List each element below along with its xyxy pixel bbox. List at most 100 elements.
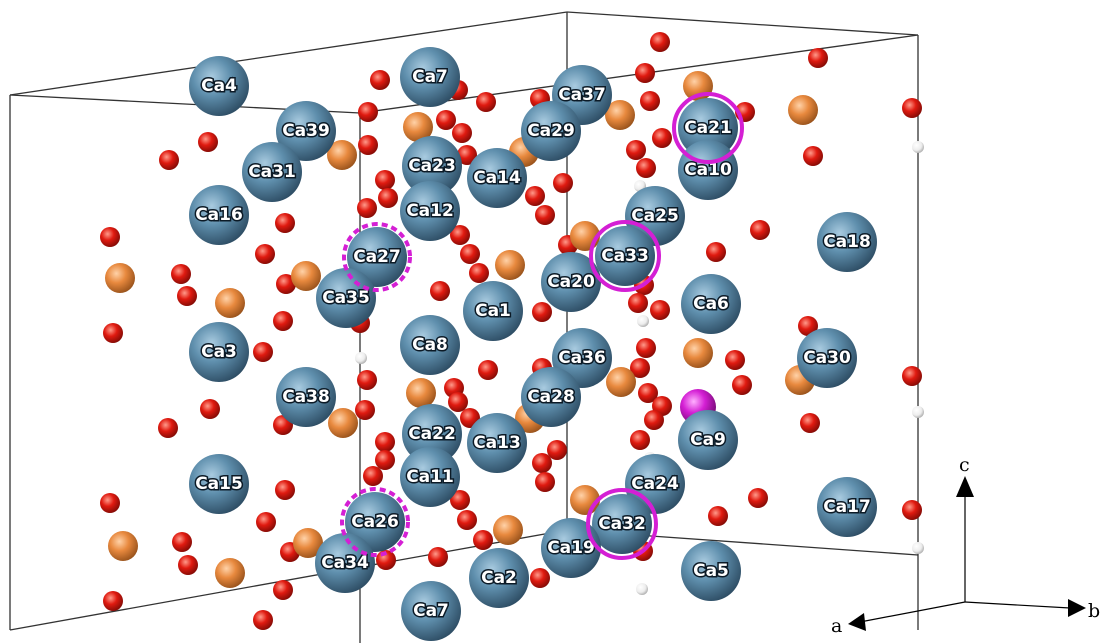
ca-atom: Ca18 [817, 212, 877, 272]
o-atom [275, 213, 295, 233]
ca-atom: Ca21 [678, 98, 738, 158]
ca-label: Ca8 [412, 335, 448, 355]
white-atom [912, 141, 924, 153]
ca-label: Ca23 [408, 156, 456, 176]
o-atom [706, 242, 726, 262]
o-atom [275, 480, 295, 500]
ca-label: Ca20 [547, 272, 595, 292]
o-atom [103, 591, 123, 611]
ca-atom: Ca22 [402, 404, 462, 464]
ca-label: Ca32 [598, 514, 646, 534]
highlight-ring-ca27 [342, 222, 412, 292]
o-atom [708, 506, 728, 526]
ca-atom: Ca31 [242, 142, 302, 202]
ca-label: Ca27 [353, 247, 401, 267]
o-atom [530, 568, 550, 588]
calcium-atoms: Ca4 Ca7 Ca37 Ca21 Ca39 Ca29 Ca31 Ca23 Ca… [189, 47, 877, 641]
orange-atom [215, 288, 245, 318]
ca-atom: Ca7 [401, 581, 461, 641]
ca-atom: Ca16 [189, 185, 249, 245]
o-atom [363, 466, 383, 486]
o-atom [732, 375, 752, 395]
o-atom [535, 472, 555, 492]
o-atom [535, 205, 555, 225]
ca-atom: Ca15 [189, 454, 249, 514]
ca-label: Ca14 [473, 168, 521, 188]
ca-atom: Ca19 [541, 518, 601, 578]
o-atom [469, 263, 489, 283]
ca-label: Ca3 [201, 342, 237, 362]
o-atom [436, 110, 456, 130]
ca-label: Ca17 [823, 497, 871, 517]
o-atom [357, 198, 377, 218]
o-atom [370, 70, 390, 90]
ca-label: Ca11 [406, 467, 454, 487]
orange-atom [291, 261, 321, 291]
ca-label: Ca29 [527, 121, 575, 141]
o-atom [177, 286, 197, 306]
ca-label: Ca12 [406, 201, 454, 221]
o-atom [652, 128, 672, 148]
atoms: Ca4 Ca7 Ca37 Ca21 Ca39 Ca29 Ca31 Ca23 Ca… [100, 32, 924, 641]
ca-label: Ca7 [413, 601, 449, 621]
ca-label: Ca28 [527, 387, 575, 407]
ca-label: Ca25 [631, 206, 679, 226]
ca-label: Ca16 [195, 205, 243, 225]
o-atom [553, 173, 573, 193]
ca-atom: Ca39 [276, 101, 336, 161]
o-atom [547, 440, 567, 460]
ca-atom: Ca24 [625, 454, 685, 514]
orange-atom [406, 378, 436, 408]
axis-triad [848, 476, 1086, 631]
ca-atom: Ca30 [797, 328, 857, 388]
o-atom [798, 316, 818, 336]
ca-atom: Ca12 [400, 181, 460, 241]
o-atom [171, 264, 191, 284]
o-atom [902, 500, 922, 520]
ca-atom: Ca13 [467, 413, 527, 473]
ca-label: Ca1 [475, 301, 511, 321]
o-atom [375, 432, 395, 452]
ca-label: Ca4 [201, 76, 237, 96]
ca-atom: Ca1 [463, 281, 523, 341]
o-atom [378, 188, 398, 208]
o-atom [532, 302, 552, 322]
o-atom [100, 493, 120, 513]
o-atom [253, 610, 273, 630]
ca-atom: Ca14 [467, 148, 527, 208]
o-atom [172, 532, 192, 552]
ca-atom: Ca7 [400, 47, 460, 107]
o-atom [428, 547, 448, 567]
orange-atom [327, 140, 357, 170]
ca-label: Ca10 [684, 160, 732, 180]
orange-atom [108, 531, 138, 561]
o-atom [457, 145, 477, 165]
highlight-ring-ca21 [672, 92, 744, 164]
o-atom [375, 170, 395, 190]
ca-label: Ca6 [693, 294, 729, 314]
ca-label: Ca19 [547, 538, 595, 558]
o-atom [358, 135, 378, 155]
o-atom [178, 555, 198, 575]
o-atom [473, 530, 493, 550]
ca-label: Ca21 [684, 118, 732, 138]
ca-label: Ca33 [601, 246, 649, 266]
ca-label: Ca24 [631, 474, 679, 494]
white-atom [636, 583, 648, 595]
axis-label-a: a [831, 615, 842, 637]
o-atom [198, 132, 218, 152]
o-atom [902, 98, 922, 118]
ca-label: Ca38 [282, 387, 330, 407]
o-atom [640, 91, 660, 111]
o-atom [478, 360, 498, 380]
o-atom [525, 186, 545, 206]
o-atom [200, 399, 220, 419]
ca-atom: Ca32 [592, 494, 652, 554]
ca-label: Ca22 [408, 424, 456, 444]
o-atom [636, 338, 656, 358]
ca-atom: Ca11 [400, 447, 460, 507]
o-atom [628, 293, 648, 313]
o-atom [635, 63, 655, 83]
ca-atom: Ca38 [276, 367, 336, 427]
unit-cell-box [9, 11, 919, 643]
